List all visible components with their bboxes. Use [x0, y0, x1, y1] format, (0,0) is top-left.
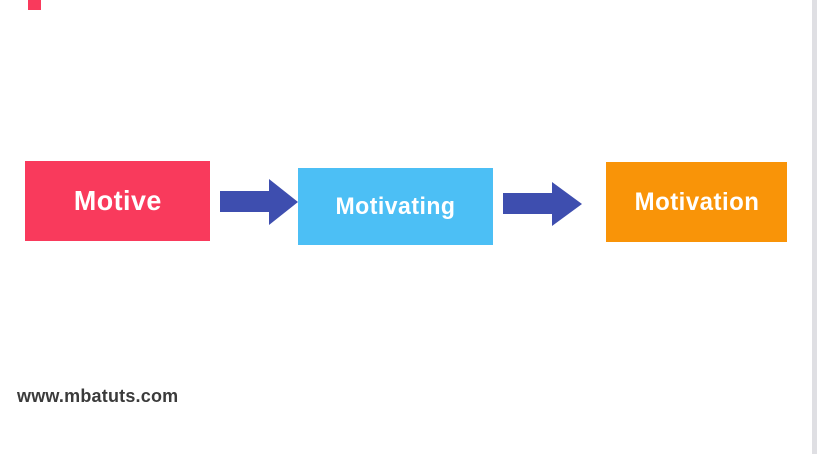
flow-node-motive-label: Motive	[73, 185, 162, 216]
arrow-shaft	[503, 193, 552, 214]
flow-node-motivating-label: Motivating	[335, 192, 456, 220]
flow-node-motivating: Motivating	[298, 168, 493, 245]
flow-node-motive: Motive	[25, 161, 210, 241]
corner-accent-mark	[28, 0, 41, 10]
flow-node-motivation: Motivation	[606, 162, 787, 242]
arrow-head-icon	[552, 181, 582, 226]
page-edge-divider	[812, 0, 817, 454]
flow-node-motivation-label: Motivation	[634, 187, 759, 216]
flow-arrow-icon	[503, 181, 582, 226]
watermark-text: www.mbatuts.com	[17, 386, 179, 406]
flow-arrow-icon	[220, 178, 298, 225]
arrow-shaft	[220, 191, 269, 212]
arrow-head-icon	[269, 178, 298, 225]
